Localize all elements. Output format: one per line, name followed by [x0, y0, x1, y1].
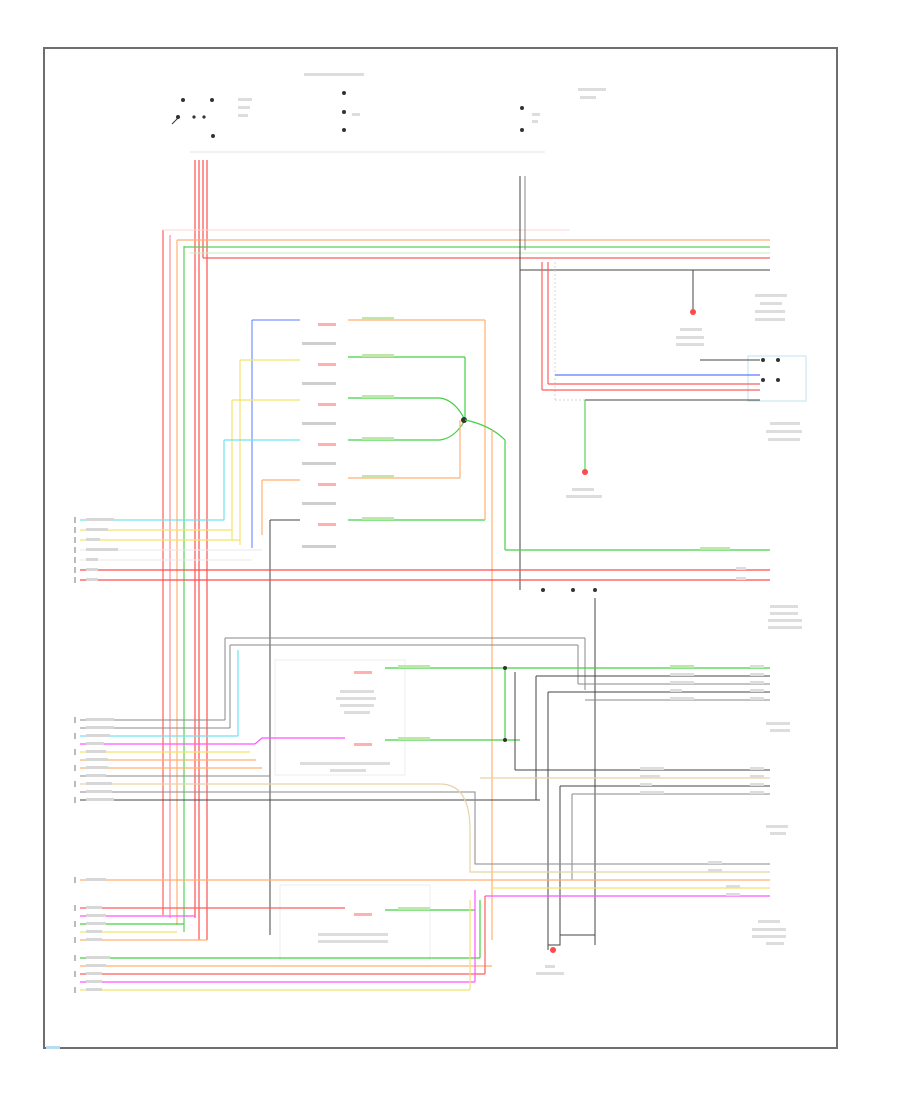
lower-buses	[80, 783, 770, 897]
junction-row	[541, 588, 802, 629]
pin-numbers	[74, 517, 76, 993]
right-connector-rows-mid	[480, 665, 790, 950]
switch-bank	[223, 317, 770, 940]
switch-top-middle	[304, 73, 364, 132]
middle-module	[224, 598, 770, 945]
corner-mark	[46, 1046, 60, 1049]
left-bundle-upper	[80, 518, 770, 581]
switch-top-left	[171, 98, 252, 138]
right-connector-block	[541, 262, 807, 498]
right-upper-module	[554, 262, 787, 401]
upper-buses	[163, 176, 770, 590]
left-bundle-lower	[80, 718, 540, 801]
bottom-module	[80, 884, 786, 991]
switch-top-right	[520, 88, 606, 132]
